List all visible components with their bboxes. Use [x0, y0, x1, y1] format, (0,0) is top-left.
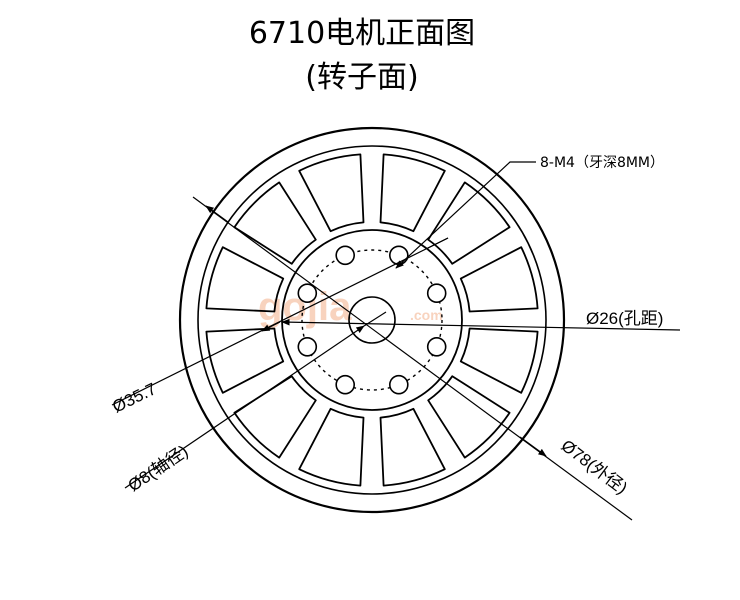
rotor-window [379, 407, 446, 487]
rotor-window [233, 181, 317, 265]
shaft-circle [348, 296, 396, 344]
rotor-window [427, 181, 511, 265]
outer-dia-line [192, 196, 633, 521]
rotor-window [233, 375, 317, 459]
diagram-title: 6710电机正面图 [248, 16, 476, 51]
dimension-lines [111, 161, 681, 521]
rotor-window [459, 246, 539, 313]
rotor-window [379, 153, 446, 233]
thread-label: 8-M4（牙深8MM） [540, 155, 664, 171]
rotor-window [459, 327, 539, 394]
bolt-hole [426, 336, 447, 357]
inner-dia-label: Ø35.7 [109, 379, 159, 416]
rotor-window [427, 375, 511, 459]
bolt-hole [297, 336, 318, 357]
bolt-hole [335, 245, 356, 266]
watermark: gojia .com [258, 285, 443, 329]
bolt-hole [297, 283, 318, 304]
bolt-hole [426, 283, 447, 304]
thread-leader [395, 161, 536, 269]
outer-circle [178, 126, 566, 514]
rotor-window [298, 407, 365, 487]
rotor-window [298, 153, 365, 233]
bolt-hole [335, 374, 356, 395]
hole-pitch-line [281, 318, 681, 331]
bolt-hole [388, 245, 409, 266]
outer-dia-label: Ø78(外径) [558, 436, 631, 498]
shaft-label: Ø8(轴径) [125, 442, 192, 496]
outer-inner-ring [197, 145, 547, 495]
rotor-windows [205, 153, 539, 487]
inner-dia-line [111, 237, 449, 406]
diagram-subtitle: (转子面) [305, 60, 419, 95]
bolt-hole [388, 374, 409, 395]
bolt-circle [301, 249, 443, 391]
shaft-line [124, 325, 365, 489]
hole-pitch-label: Ø26(孔距) [586, 309, 663, 328]
rotor-window [205, 246, 285, 313]
rotor-window [205, 327, 285, 394]
watermark-sub: .com [410, 307, 443, 323]
